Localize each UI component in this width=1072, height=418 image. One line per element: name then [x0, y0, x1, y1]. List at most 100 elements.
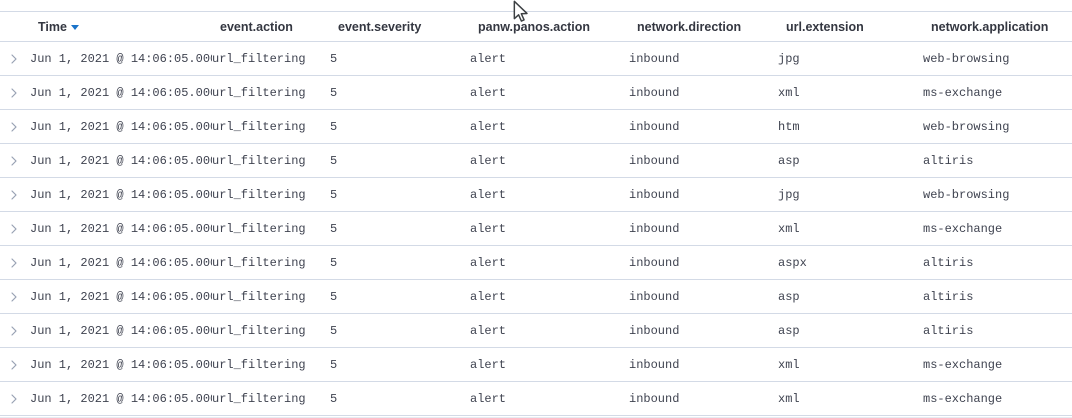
expand-row-button[interactable]: [0, 279, 30, 314]
cell-event-severity: 5: [330, 75, 470, 110]
chevron-right-icon[interactable]: [9, 53, 19, 64]
cell-network-application: ms-exchange: [923, 211, 1072, 246]
cell-time: Jun 1, 2021 @ 14:06:05.000: [30, 109, 212, 144]
chevron-right-icon[interactable]: [9, 121, 19, 132]
cell-event-action: url_filtering: [212, 211, 330, 246]
cell-url-extension: jpg: [778, 177, 923, 212]
cell-event-action: url_filtering: [212, 381, 330, 416]
chevron-right-icon[interactable]: [9, 291, 19, 302]
cell-panw-panos-action: alert: [470, 109, 629, 144]
cell-network-application: ms-exchange: [923, 75, 1072, 110]
cell-url-extension: xml: [778, 75, 923, 110]
cell-url-extension: aspx: [778, 245, 923, 280]
expand-row-button[interactable]: [0, 381, 30, 416]
cell-event-action: url_filtering: [212, 41, 330, 76]
cell-panw-panos-action: alert: [470, 347, 629, 382]
chevron-right-icon[interactable]: [9, 223, 19, 234]
column-header-network-direction[interactable]: network.direction: [629, 11, 778, 42]
chevron-right-icon[interactable]: [9, 155, 19, 166]
cell-network-application: altiris: [923, 313, 1072, 348]
cell-event-severity: 5: [330, 211, 470, 246]
cell-event-severity: 5: [330, 279, 470, 314]
cell-panw-panos-action: alert: [470, 313, 629, 348]
chevron-right-icon[interactable]: [9, 393, 19, 404]
expand-row-button[interactable]: [0, 313, 30, 348]
cell-time: Jun 1, 2021 @ 14:06:05.000: [30, 211, 212, 246]
chevron-right-icon[interactable]: [9, 87, 19, 98]
cell-event-severity: 5: [330, 313, 470, 348]
cell-network-direction: inbound: [629, 347, 778, 382]
cell-event-severity: 5: [330, 347, 470, 382]
cell-network-application: web-browsing: [923, 41, 1072, 76]
chevron-right-icon[interactable]: [9, 325, 19, 336]
cell-network-direction: inbound: [629, 109, 778, 144]
cell-network-direction: inbound: [629, 313, 778, 348]
expand-row-button[interactable]: [0, 143, 30, 178]
expand-row-button[interactable]: [0, 41, 30, 76]
cell-network-direction: inbound: [629, 75, 778, 110]
cell-event-severity: 5: [330, 143, 470, 178]
expand-row-button[interactable]: [0, 211, 30, 246]
cell-network-direction: inbound: [629, 143, 778, 178]
cell-event-action: url_filtering: [212, 75, 330, 110]
cell-time: Jun 1, 2021 @ 14:06:05.000: [30, 41, 212, 76]
cell-network-application: web-browsing: [923, 177, 1072, 212]
cell-network-direction: inbound: [629, 211, 778, 246]
column-header-url-extension[interactable]: url.extension: [778, 11, 923, 42]
cell-event-action: url_filtering: [212, 347, 330, 382]
column-header-event-severity-label: event.severity: [338, 19, 422, 34]
cell-event-action: url_filtering: [212, 279, 330, 314]
column-header-event-severity[interactable]: event.severity: [330, 11, 470, 42]
chevron-right-icon[interactable]: [9, 359, 19, 370]
cell-event-severity: 5: [330, 109, 470, 144]
table-header-row: Time event.action event.severity panw.pa…: [0, 11, 1072, 42]
expand-row-button[interactable]: [0, 109, 30, 144]
chevron-right-icon[interactable]: [9, 257, 19, 268]
documents-table: Time event.action event.severity panw.pa…: [0, 11, 1072, 416]
column-header-panw-panos-action-label: panw.panos.action: [478, 19, 591, 34]
cell-panw-panos-action: alert: [470, 75, 629, 110]
chevron-right-icon[interactable]: [9, 189, 19, 200]
expand-row-button[interactable]: [0, 75, 30, 110]
cell-time: Jun 1, 2021 @ 14:06:05.000: [30, 143, 212, 178]
cell-network-application: altiris: [923, 143, 1072, 178]
cell-network-application: altiris: [923, 245, 1072, 280]
cell-event-action: url_filtering: [212, 143, 330, 178]
column-header-event-action[interactable]: event.action: [212, 11, 330, 42]
sort-descending-icon[interactable]: [70, 25, 79, 30]
cell-time: Jun 1, 2021 @ 14:06:05.000: [30, 381, 212, 416]
column-header-time[interactable]: Time: [30, 11, 212, 42]
column-header-panw-panos-action[interactable]: panw.panos.action: [470, 11, 629, 42]
cell-url-extension: htm: [778, 109, 923, 144]
cell-event-severity: 5: [330, 41, 470, 76]
cell-panw-panos-action: alert: [470, 211, 629, 246]
cell-url-extension: jpg: [778, 41, 923, 76]
cell-event-severity: 5: [330, 381, 470, 416]
cell-panw-panos-action: alert: [470, 245, 629, 280]
cell-url-extension: asp: [778, 279, 923, 314]
cell-url-extension: xml: [778, 211, 923, 246]
expand-row-button[interactable]: [0, 245, 30, 280]
column-header-network-direction-label: network.direction: [637, 19, 742, 34]
cell-url-extension: xml: [778, 381, 923, 416]
cell-network-application: ms-exchange: [923, 381, 1072, 416]
cell-panw-panos-action: alert: [470, 381, 629, 416]
column-header-event-action-label: event.action: [220, 19, 293, 34]
expand-row-button[interactable]: [0, 347, 30, 382]
cell-url-extension: asp: [778, 313, 923, 348]
cell-event-action: url_filtering: [212, 313, 330, 348]
cell-time: Jun 1, 2021 @ 14:06:05.000: [30, 313, 212, 348]
expand-row-button[interactable]: [0, 177, 30, 212]
column-header-network-application[interactable]: network.application: [923, 11, 1072, 42]
